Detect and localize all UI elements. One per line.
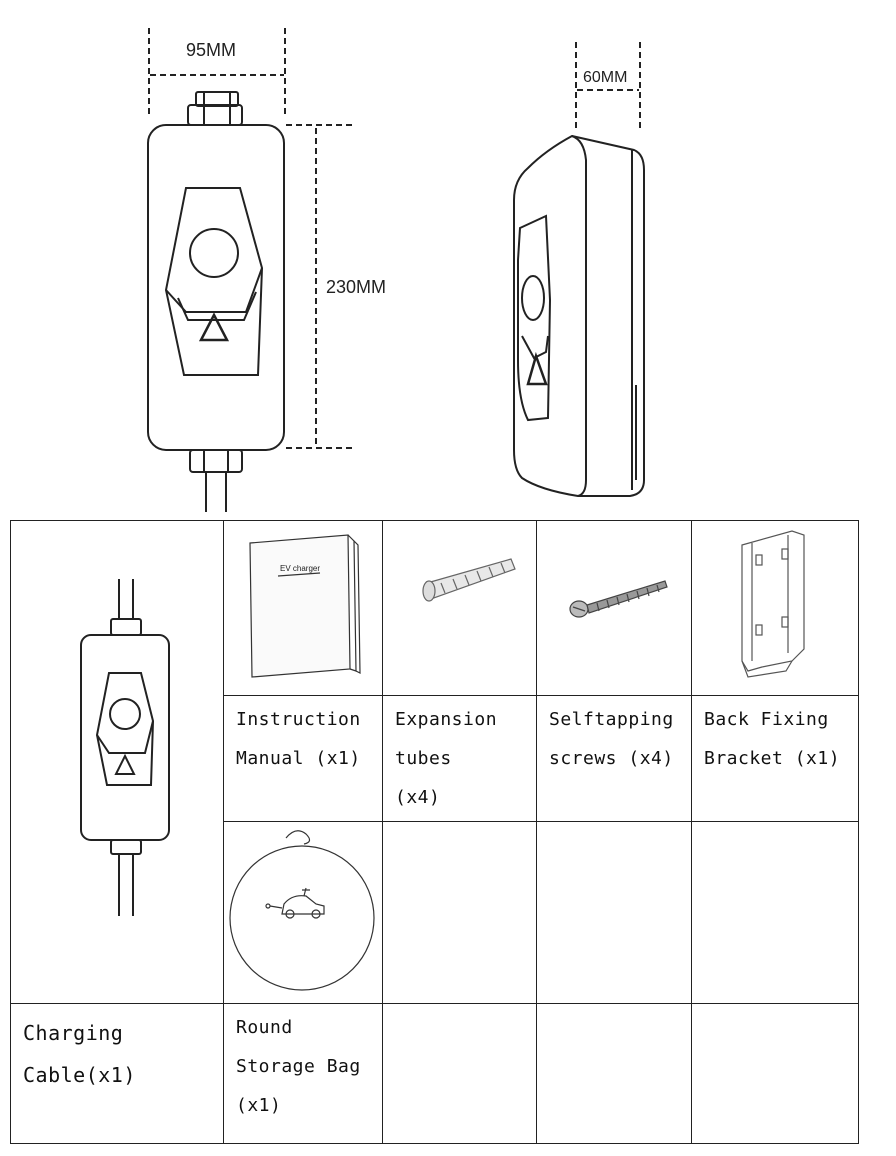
- screw-icon: [569, 580, 668, 618]
- screws-label-cell: Selftapping screws (x4): [536, 695, 692, 822]
- manual-booklet-icon: EV charger: [249, 534, 361, 678]
- expansion-tube-icon: [422, 558, 516, 602]
- cable-label-cell: Charging Cable(x1): [10, 1003, 224, 1144]
- bag-label: Round Storage Bag (x1): [236, 1017, 361, 1116]
- depth-dimension-label: 60MM: [583, 69, 627, 86]
- height-dimension-label: 230MM: [326, 277, 386, 297]
- manual-cover-title: EV charger: [280, 564, 320, 573]
- manual-image-cell: EV charger: [223, 520, 383, 696]
- cable-label: Charging Cable(x1): [23, 1021, 136, 1087]
- bracket-icon: [741, 530, 805, 678]
- empty-cell: [536, 1003, 692, 1144]
- empty-cell: [382, 1003, 537, 1144]
- bracket-label: Back Fixing Bracket (x1): [704, 709, 841, 769]
- bag-image-cell: [223, 821, 383, 1004]
- charger-box-icon: [80, 579, 170, 916]
- dimension-diagram: 95MM 230MM 60MM: [147, 28, 645, 512]
- bag-label-cell: Round Storage Bag (x1): [223, 1003, 383, 1144]
- empty-cell: [691, 821, 859, 1004]
- storage-bag-icon: [229, 830, 375, 991]
- charger-side-view: [513, 134, 645, 497]
- tubes-image-cell: [382, 520, 537, 696]
- tubes-label-cell: Expansion tubes (x4): [382, 695, 537, 822]
- empty-cell: [382, 821, 537, 1004]
- screws-label: Selftapping screws (x4): [549, 709, 674, 769]
- bracket-image-cell: [691, 520, 859, 696]
- screws-image-cell: [536, 520, 692, 696]
- manual-label: Instruction Manual (x1): [236, 709, 361, 769]
- width-dimension-label: 95MM: [186, 40, 236, 60]
- empty-cell: [691, 1003, 859, 1144]
- package-contents-table: EV charger: [10, 520, 859, 1144]
- empty-cell: [536, 821, 692, 1004]
- charging-cable-image-cell: [10, 520, 224, 1004]
- charger-front-view: [147, 91, 285, 512]
- manual-label-cell: Instruction Manual (x1): [223, 695, 383, 822]
- tubes-label: Expansion tubes (x4): [395, 709, 498, 808]
- bracket-label-cell: Back Fixing Bracket (x1): [691, 695, 859, 822]
